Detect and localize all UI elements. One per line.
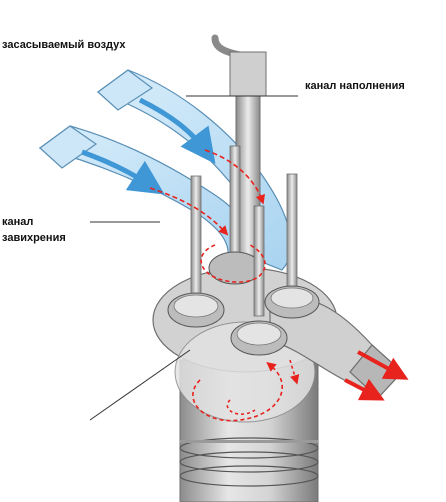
fill-channel-label: канал наполнения — [305, 80, 405, 92]
valve-4 — [264, 173, 320, 319]
intake-air-label: засасываемый воздух — [2, 39, 126, 51]
valve-1 — [167, 175, 225, 328]
valve-3 — [230, 205, 288, 356]
swirl-flow — [149, 149, 300, 422]
leader-lines — [89, 95, 298, 421]
swirl-channel-label-line2: завихрения — [2, 232, 66, 244]
swirl-channel-label-line1: канал — [2, 216, 34, 228]
